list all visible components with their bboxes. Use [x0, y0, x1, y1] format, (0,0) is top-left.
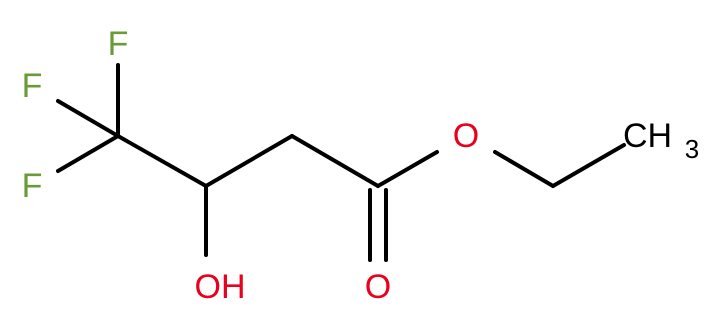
bond-cf3-f-low [56, 134, 120, 173]
bond-cf3-f-mid [56, 99, 120, 138]
atom-ester-oxygen: O [453, 117, 479, 155]
atom-hydroxyl: OH [195, 268, 246, 306]
atom-carbonyl-oxygen: O [365, 268, 391, 306]
bonds [56, 63, 626, 262]
atom-f-low: F [22, 167, 43, 205]
atom-f-mid: F [22, 67, 43, 105]
bond-o-ester-ch2 [493, 150, 555, 188]
bond-ch2-ch3 [551, 143, 626, 188]
bond-choh-ch2 [204, 134, 294, 188]
atom-methyl-subscript: 3 [685, 134, 699, 164]
atom-labels: F F F OH O O CH 3 [22, 25, 700, 306]
atom-methyl: CH [623, 117, 672, 155]
bond-carbonyl-o-ester [376, 150, 439, 188]
atom-f-top: F [108, 25, 129, 63]
bond-cf3-choh [116, 134, 208, 188]
bond-ch2-carbonyl [290, 134, 380, 188]
